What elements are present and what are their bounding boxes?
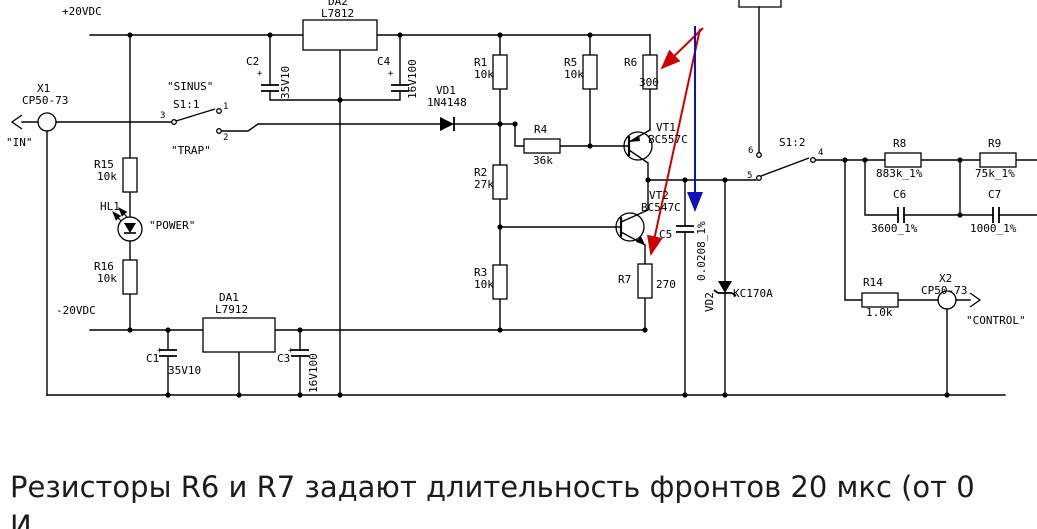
- r6-ref: R6: [624, 56, 638, 69]
- da2-ref: DA2: [328, 0, 348, 8]
- caption-line-1: Резисторы R6 и R7 задают длительность фр…: [10, 470, 975, 504]
- r6-value: 300: [639, 76, 659, 89]
- r5-value: 10k: [564, 68, 584, 81]
- r9-value: 75k_1%: [975, 167, 1015, 180]
- schematic-canvas: [10, 0, 1037, 398]
- x2-connector-symbol: [937, 290, 982, 310]
- c6-value: 3600_1%: [871, 222, 918, 235]
- c1-value: 35V10: [168, 364, 202, 377]
- hl1-label: "POWER": [149, 219, 196, 232]
- da2-part: L7812: [321, 7, 355, 20]
- hl1-ref: HL1: [100, 200, 120, 213]
- c7-ref: C7: [988, 188, 1002, 201]
- r7-ref: R7: [618, 273, 632, 286]
- s1-2-pin-6: 6: [748, 146, 754, 156]
- vd2-ref: VD2: [703, 292, 716, 312]
- r3-value: 10k: [474, 278, 494, 291]
- s1-1-pin-3: 3: [160, 111, 166, 121]
- r14-ref: R14: [863, 276, 883, 289]
- r8-value: 883k_1%: [876, 167, 923, 180]
- s1-1-switch-symbol: [171, 108, 222, 134]
- vt2-part: BC547C: [641, 201, 681, 214]
- junction-dots: [127, 32, 963, 398]
- caption-line-2-partial: И: [10, 509, 32, 529]
- c4-value: 16V100: [406, 59, 419, 99]
- r16-value: 10k: [97, 272, 117, 285]
- red-arrow-to-r7-icon: [647, 28, 701, 256]
- r16-ref: R16: [94, 260, 114, 273]
- c3-value: 16V100: [307, 353, 320, 393]
- c3-polarity: +: [288, 346, 294, 356]
- capacitor-symbols: [159, 84, 1000, 357]
- r7-value: 270: [656, 278, 676, 291]
- s1-1-pin-2: 2: [223, 133, 229, 143]
- s1-1-mode-trap: "TRAP": [171, 144, 211, 157]
- r1-value: 10k: [474, 68, 494, 81]
- s1-2-pin-4: 4: [818, 148, 824, 158]
- neg-rail-label: -20VDC: [56, 304, 96, 317]
- red-arrow-to-r6-icon: [660, 27, 704, 70]
- c5-ref: C5: [659, 228, 673, 241]
- da2-regulator-symbol: [302, 19, 378, 51]
- r4-ref: R4: [534, 123, 548, 136]
- x2-ref: X2: [939, 272, 953, 285]
- s1-2-pin-5: 5: [747, 171, 753, 181]
- vd2-zener-symbol: [713, 281, 737, 297]
- da1-ref: DA1: [219, 291, 239, 304]
- c2-value: 35V10: [279, 65, 292, 99]
- wire-segments: [21, 6, 1037, 396]
- vd1-diode-symbol: [440, 117, 455, 131]
- x1-label: "IN": [6, 136, 33, 149]
- da1-regulator-symbol: [202, 317, 276, 353]
- x1-type: CP50-73: [22, 94, 69, 107]
- c2-polarity: +: [257, 69, 263, 79]
- c5-value: 0.0208_1%: [695, 221, 708, 281]
- c1-ref: C1: [146, 352, 160, 365]
- r15-value: 10k: [97, 170, 117, 183]
- x1-ref: X1: [37, 82, 51, 95]
- s1-2-switch-symbol: [756, 152, 816, 181]
- x2-label: "CONTROL": [966, 314, 1026, 327]
- annotation-arrows: [647, 26, 704, 256]
- vd2-part: KC170A: [733, 287, 773, 300]
- vt2-transistor-symbol: [615, 209, 649, 246]
- vt1-part: BC557C: [648, 133, 688, 146]
- da1-part: L7912: [215, 303, 249, 316]
- c4-polarity: +: [388, 69, 394, 79]
- s1-1-pin-1: 1: [223, 102, 229, 112]
- r5-ref: R5: [564, 56, 578, 69]
- r2-ref: R2: [474, 166, 488, 179]
- c1-polarity: +: [157, 346, 163, 356]
- r14-value: 1.0k: [866, 306, 893, 319]
- r4-value: 36k: [533, 154, 553, 167]
- vt2-ref: VT2: [649, 189, 669, 202]
- c6-ref: C6: [893, 188, 907, 201]
- x1-connector-symbol: [10, 112, 57, 132]
- r1-ref: R1: [474, 56, 488, 69]
- x2-type: CP50-73: [921, 284, 968, 297]
- resistor-symbols: [122, 54, 1017, 308]
- pos-rail-label: +20VDC: [62, 5, 102, 18]
- s1-2-ref: S1:2: [779, 136, 806, 149]
- top-partial-component: [738, 0, 782, 8]
- vt1-transistor-symbol: [623, 129, 653, 164]
- vt1-ref: VT1: [656, 121, 676, 134]
- r2-value: 27k: [474, 178, 494, 191]
- vd1-part: 1N4148: [427, 96, 467, 109]
- hl1-led-symbol: [112, 207, 143, 242]
- r15-ref: R15: [94, 158, 114, 171]
- vd1-ref: VD1: [436, 84, 456, 97]
- s1-1-ref: S1:1: [173, 98, 200, 111]
- s1-1-mode-sinus: "SINUS": [167, 80, 214, 93]
- r9-ref: R9: [988, 137, 1002, 150]
- c4-ref: C4: [377, 55, 391, 68]
- c7-value: 1000_1%: [970, 222, 1017, 235]
- c2-ref: C2: [246, 55, 260, 68]
- c3-ref: C3: [277, 352, 291, 365]
- r3-ref: R3: [474, 266, 488, 279]
- r8-ref: R8: [893, 137, 907, 150]
